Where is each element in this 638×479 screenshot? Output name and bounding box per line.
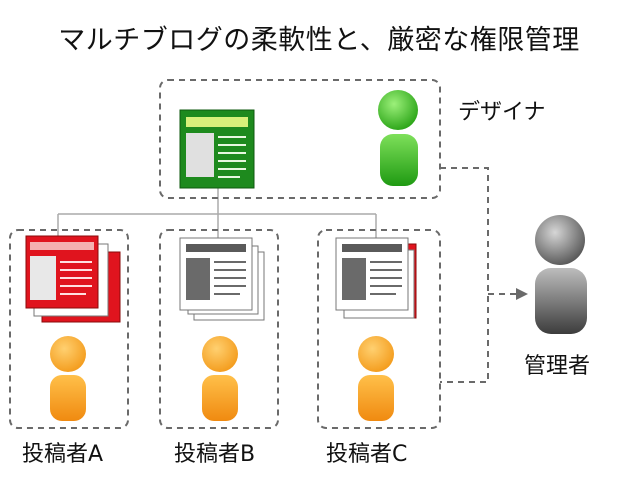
poster-c-documents-icon (335, 237, 417, 319)
poster-c-person-icon (358, 336, 394, 421)
admin-connector (440, 167, 520, 383)
designer-person-icon (378, 90, 418, 186)
poster-a-label: 投稿者A (22, 442, 104, 467)
designer-group-box (159, 79, 441, 199)
admin-arrow-head (516, 288, 528, 300)
poster-b-documents-icon (179, 237, 265, 321)
diagram-title: マルチブログの柔軟性と、厳密な権限管理 (58, 25, 580, 56)
poster-b-person-icon (202, 336, 238, 421)
poster-a-documents-icon (25, 235, 121, 323)
poster-a-person-icon (50, 336, 86, 421)
admin-label: 管理者 (524, 354, 591, 379)
poster-b-label: 投稿者B (174, 442, 256, 467)
hierarchy-connectors (57, 188, 377, 240)
poster-c-label: 投稿者C (326, 442, 408, 467)
template-document-icon (179, 109, 255, 189)
designer-label: デザイナ (458, 100, 546, 125)
poster-c-group-box (317, 229, 441, 429)
admin-person-icon (535, 215, 587, 334)
